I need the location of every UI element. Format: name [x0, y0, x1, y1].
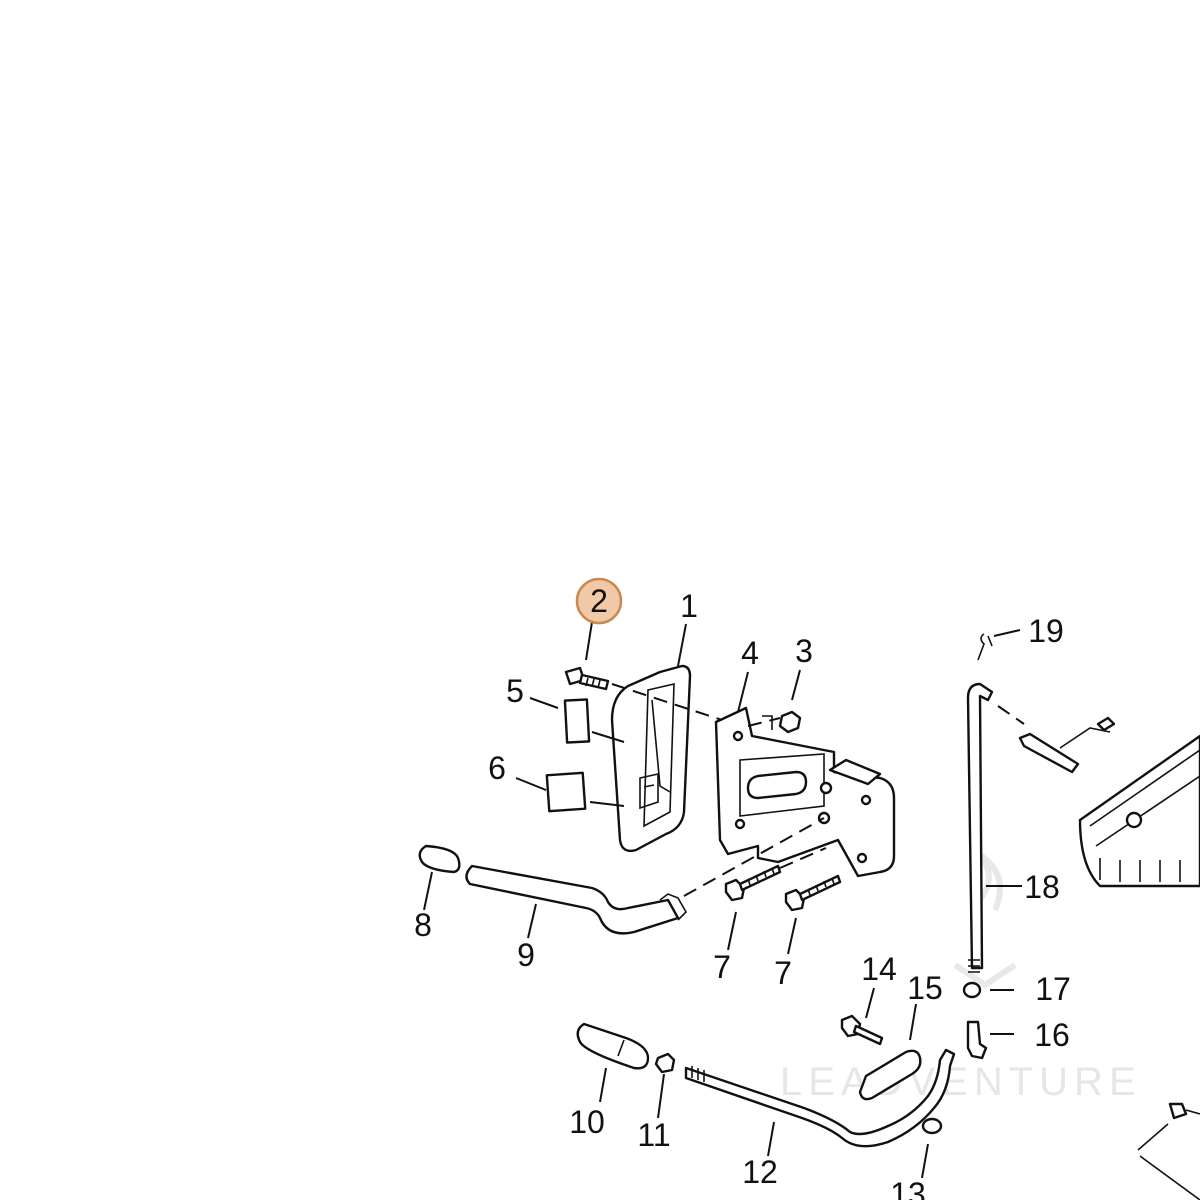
- watermark-logo-icon: [953, 852, 1017, 989]
- watermark-text: LEADVENTURE: [780, 1060, 1142, 1104]
- part-3-nut: [778, 710, 802, 734]
- part-12-shift-rod: [684, 1048, 956, 1148]
- leader-lines: [423, 621, 1022, 1179]
- part-6-label: [545, 771, 587, 813]
- part-19-clip: [977, 633, 993, 661]
- part-8-grip: [418, 844, 461, 874]
- assembly-line-4: [762, 715, 773, 730]
- callout-13[interactable]: 13: [890, 1176, 926, 1200]
- watermark: LEADVENTURE: [780, 852, 1142, 1104]
- callout-6[interactable]: 6: [488, 750, 506, 786]
- part-18-rod: [966, 682, 994, 973]
- part-7-screw-b: [784, 874, 842, 912]
- callout-5[interactable]: 5: [506, 673, 524, 709]
- part-13-washer: [921, 1117, 943, 1135]
- assembly-line-bolt: [611, 683, 723, 721]
- part-17-grommet: [962, 981, 982, 999]
- callout-9[interactable]: 9: [517, 937, 535, 973]
- callout-4[interactable]: 4: [741, 635, 759, 671]
- callout-7a[interactable]: 7: [713, 949, 731, 985]
- callout-2[interactable]: 2: [590, 583, 608, 619]
- part-1-housing: [610, 664, 692, 853]
- part-9-lever-rod: [465, 864, 687, 935]
- callout-3[interactable]: 3: [795, 633, 813, 669]
- assembly-line-rod: [683, 817, 825, 897]
- part-10-knob: [576, 1022, 650, 1070]
- part-5-label: [563, 698, 591, 744]
- callout-1[interactable]: 1: [680, 588, 698, 624]
- assembly-line-screw: [779, 847, 827, 869]
- part-14-bolt: [840, 1014, 884, 1046]
- part-15-plate: [858, 1049, 922, 1101]
- part-16-fitting: [966, 1020, 988, 1060]
- part-2-bolt: [564, 666, 610, 691]
- callout-11[interactable]: 11: [637, 1117, 670, 1153]
- callout-17[interactable]: 17: [1035, 971, 1071, 1007]
- callout-15[interactable]: 15: [907, 970, 943, 1006]
- callout-18[interactable]: 18: [1024, 869, 1060, 905]
- callout-12[interactable]: 12: [742, 1154, 778, 1190]
- callout-2-highlight[interactable]: [575, 577, 623, 625]
- callout-7b[interactable]: 7: [774, 955, 792, 991]
- callout-14[interactable]: 14: [861, 951, 897, 987]
- carburetor-assembly: [997, 705, 1200, 1200]
- part-7-screw-a: [724, 864, 782, 902]
- assembly-line-nut: [747, 717, 781, 727]
- callout-16[interactable]: 16: [1034, 1017, 1070, 1053]
- part-11-nut: [654, 1052, 676, 1074]
- callout-10[interactable]: 10: [569, 1104, 605, 1140]
- part-4-mount-plate: [714, 706, 896, 878]
- callout-8[interactable]: 8: [414, 907, 432, 943]
- callout-19[interactable]: 19: [1028, 613, 1064, 649]
